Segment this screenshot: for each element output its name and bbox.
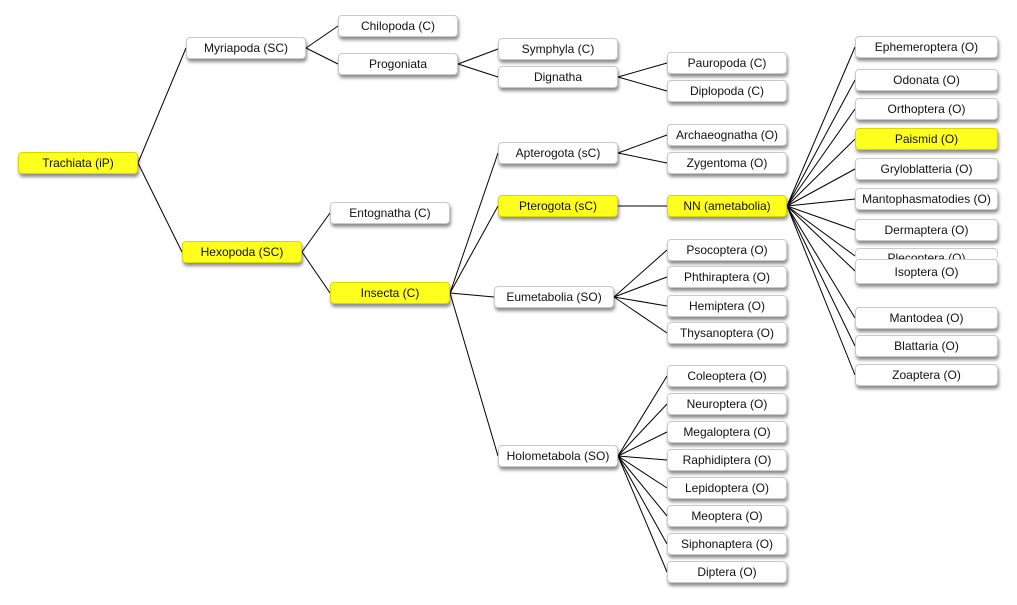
node-zygentoma: Zygentoma (O) — [667, 152, 787, 174]
node-mantodea: Mantodea (O) — [855, 307, 998, 329]
edge-29 — [786, 46, 856, 207]
edge-8 — [301, 212, 331, 253]
edge-14 — [617, 134, 668, 154]
edge-27 — [617, 455, 668, 545]
node-diplopoda: Diplopoda (C) — [667, 80, 787, 102]
edge-37 — [786, 205, 856, 272]
node-symphyla: Symphyla (C) — [498, 38, 618, 60]
edge-39 — [786, 205, 856, 347]
edge-17 — [613, 249, 668, 298]
edge-1 — [137, 162, 183, 253]
node-gryloblatteria: Gryloblatteria (O) — [855, 158, 998, 180]
edge-24 — [617, 455, 668, 461]
edge-25 — [617, 455, 668, 489]
node-pauropoda: Pauropoda (C) — [667, 52, 787, 74]
node-isoptera: Isoptera (O) — [855, 259, 998, 284]
node-dignatha: Dignatha — [498, 66, 618, 88]
edge-22 — [617, 403, 668, 457]
node-neuroptera: Neuroptera (O) — [667, 393, 787, 415]
edge-9 — [301, 251, 331, 294]
node-pterogota: Pterogota (sC) — [498, 195, 618, 217]
node-thysanoptera: Thysanoptera (O) — [667, 322, 787, 344]
node-mantophasmatodies: Mantophasmatodies (O) — [855, 188, 998, 210]
node-paismid: Paismid (O) — [855, 128, 998, 150]
edge-2 — [305, 25, 339, 49]
edge-23 — [617, 431, 668, 457]
edge-36 — [786, 205, 856, 257]
node-dermaptera: Dermaptera (O) — [855, 219, 998, 241]
node-lepidoptera: Lepidoptera (O) — [667, 477, 787, 499]
node-coleoptera: Coleoptera (O) — [667, 365, 787, 387]
node-holometabola: Holometabola (SO) — [498, 445, 618, 467]
node-trachiata: Trachiata (iP) — [18, 152, 138, 174]
edge-31 — [786, 108, 856, 207]
edge-13 — [449, 292, 499, 457]
node-progoniata: Progoniata — [338, 53, 458, 75]
edge-38 — [786, 205, 856, 319]
edge-6 — [617, 62, 668, 78]
node-blattaria: Blattaria (O) — [855, 335, 998, 357]
edge-11 — [449, 205, 499, 294]
edge-7 — [617, 76, 668, 92]
edge-20 — [613, 296, 668, 334]
node-megaloptera: Megaloptera (O) — [667, 421, 787, 443]
node-insecta: Insecta (C) — [330, 282, 450, 304]
edge-4 — [457, 48, 499, 65]
node-archaeognatha: Archaeognatha (O) — [667, 124, 787, 146]
edge-10 — [449, 152, 499, 294]
edge-15 — [617, 152, 668, 164]
node-orthoptera: Orthoptera (O) — [855, 98, 998, 120]
node-zoaptera: Zoaptera (O) — [855, 364, 998, 386]
node-eumetabolia: Eumetabolia (SO) — [494, 286, 614, 308]
node-psocoptera: Psocoptera (O) — [667, 239, 787, 261]
edge-30 — [786, 79, 856, 207]
edge-28 — [617, 455, 668, 573]
edge-32 — [786, 138, 856, 207]
edge-3 — [305, 47, 339, 65]
node-apterogota: Apterogota (sC) — [498, 142, 618, 164]
edge-19 — [613, 296, 668, 307]
node-ephemeroptera: Ephemeroptera (O) — [855, 36, 998, 58]
node-nn-ametabolia: NN (ametabolia) — [667, 195, 787, 217]
edge-35 — [786, 205, 856, 231]
node-meoptera: Meoptera (O) — [667, 505, 787, 527]
node-odonata: Odonata (O) — [855, 69, 998, 91]
node-plecoptera: Plecoptera (O) — [855, 248, 998, 259]
edge-0 — [137, 47, 187, 164]
edge-33 — [786, 168, 856, 207]
node-raphidiptera: Raphidiptera (O) — [667, 449, 787, 471]
edge-18 — [613, 276, 668, 298]
node-entognatha: Entognatha (C) — [330, 202, 450, 224]
edge-40 — [786, 205, 856, 376]
edge-21 — [617, 375, 668, 457]
node-chilopoda: Chilopoda (C) — [338, 15, 458, 37]
node-phthiraptera: Phthiraptera (O) — [667, 266, 787, 288]
node-hemiptera: Hemiptera (O) — [667, 295, 787, 317]
edge-26 — [617, 455, 668, 517]
edge-34 — [786, 198, 856, 207]
edge-5 — [457, 63, 499, 78]
node-hexopoda: Hexopoda (SC) — [182, 241, 302, 263]
node-siphonaptera: Siphonaptera (O) — [667, 533, 787, 555]
edge-12 — [449, 292, 495, 298]
node-myriapoda: Myriapoda (SC) — [186, 37, 306, 59]
node-diptera: Diptera (O) — [667, 561, 787, 583]
